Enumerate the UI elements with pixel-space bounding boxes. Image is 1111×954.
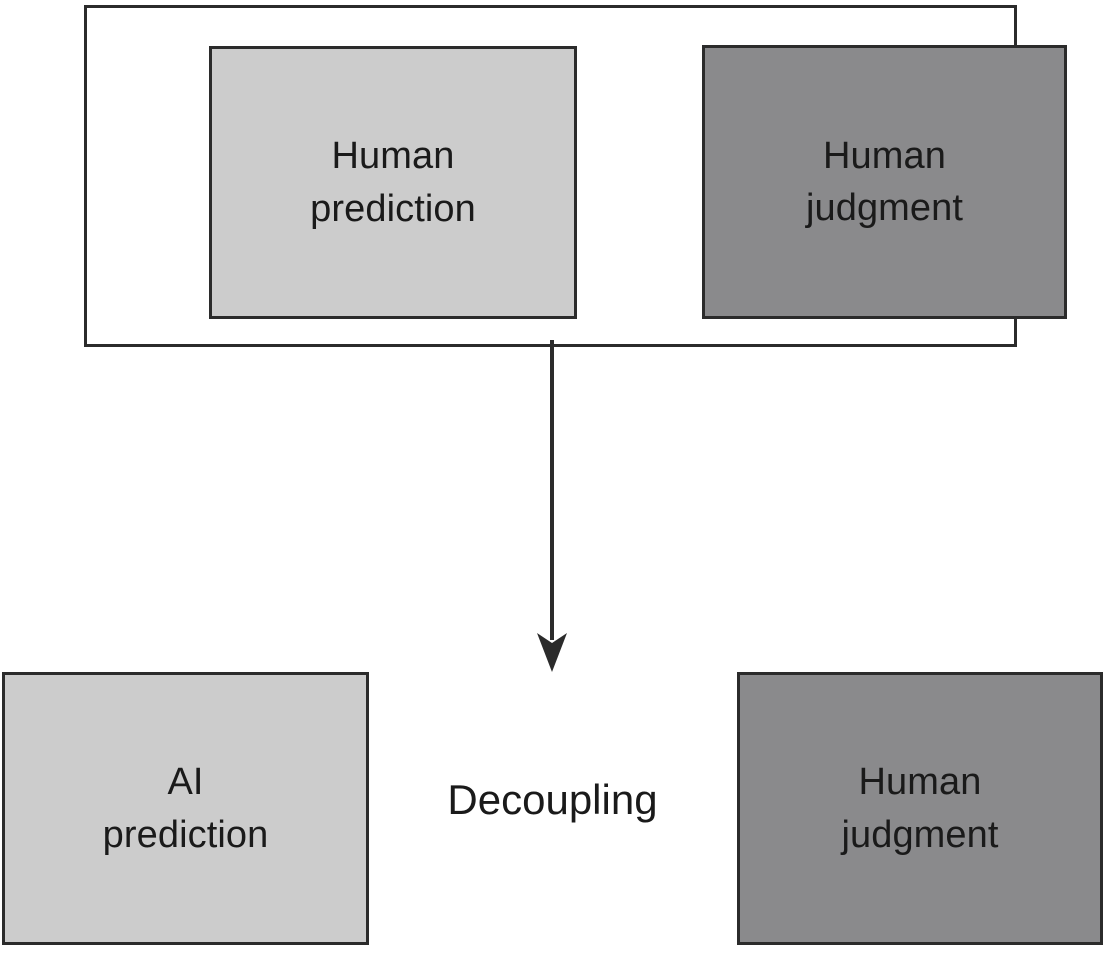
node-human-judgment-bottom[interactable]: Human judgment xyxy=(737,672,1103,945)
decoupling-arrow-icon xyxy=(537,340,567,672)
coupled-group-container: Human prediction Human judgment xyxy=(84,5,1067,347)
node-human-prediction-top[interactable]: Human prediction xyxy=(209,46,577,319)
node-human-judgment-top-label: Human judgment xyxy=(805,134,964,229)
node-ai-prediction[interactable]: AI prediction xyxy=(2,672,369,945)
node-human-judgment-bottom-label: Human judgment xyxy=(841,761,999,856)
node-ai-prediction-label: AI prediction xyxy=(102,761,269,856)
arrow-head xyxy=(537,633,567,672)
node-human-prediction-top-label: Human prediction xyxy=(310,135,476,230)
node-human-judgment-top[interactable]: Human judgment xyxy=(702,45,1067,319)
decoupling-caption: Decoupling xyxy=(447,776,658,823)
